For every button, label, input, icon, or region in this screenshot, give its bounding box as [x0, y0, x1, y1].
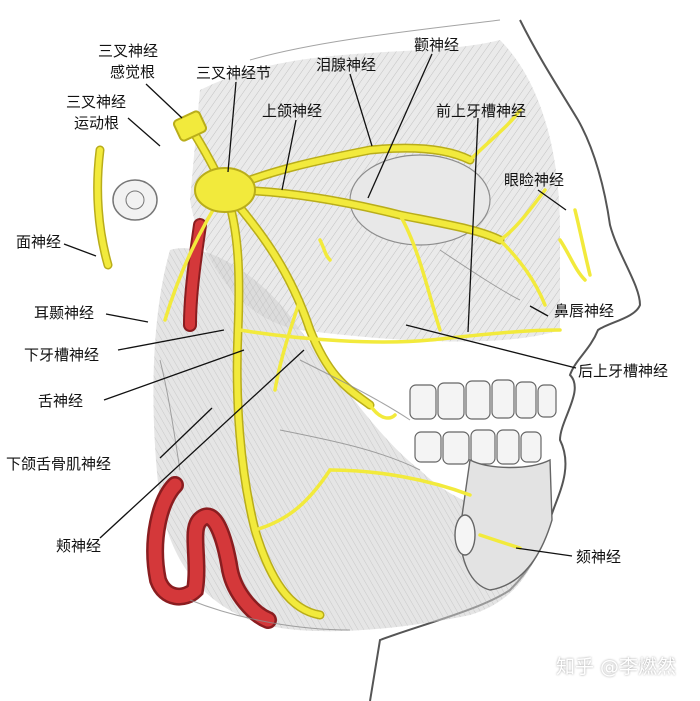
leader-lines	[63, 53, 577, 557]
label-palpebral-nerve: 眼睑神经	[504, 171, 565, 189]
watermark: 知乎 @李燃然	[556, 656, 677, 678]
label-lacrimal-nerve: 泪腺神经	[316, 56, 377, 74]
label-mylohyoid-nerve: 下颌舌骨肌神经	[6, 455, 112, 473]
label-anterior-superior-alveolar-nerve: 前上牙槽神经	[436, 102, 527, 120]
mandible	[454, 458, 553, 591]
label-zygomatic-nerve: 颧神经	[414, 36, 460, 54]
label-trigeminal-motor-root-line1: 三叉神经	[66, 93, 127, 111]
label-auriculotemporal-nerve: 耳颞神经	[34, 304, 95, 322]
label-lingual-nerve: 舌神经	[38, 392, 84, 410]
lower-teeth	[414, 429, 542, 465]
label-trigeminal-ganglion: 三叉神经节	[196, 64, 272, 82]
label-posterior-superior-alveolar-nerve: 后上牙槽神经	[578, 362, 669, 380]
nerve-network	[93, 108, 592, 620]
label-trigeminal-motor-root-line2: 运动根	[74, 114, 120, 132]
label-trigeminal-sensory-root-line2: 感觉根	[110, 63, 156, 81]
label-trigeminal-sensory-root-line1: 三叉神经	[98, 42, 159, 60]
label-facial-nerve: 面神经	[16, 233, 62, 251]
sketch-lines	[159, 19, 521, 631]
upper-teeth	[409, 379, 557, 420]
label-nasolabial-nerve: 鼻唇神经	[554, 302, 615, 320]
label-inferior-alveolar-nerve: 下牙槽神经	[24, 346, 100, 364]
label-buccal-nerve: 颊神经	[56, 537, 102, 555]
label-mental-nerve: 颏神经	[576, 548, 622, 566]
label-maxillary-nerve: 上颌神经	[262, 102, 323, 120]
